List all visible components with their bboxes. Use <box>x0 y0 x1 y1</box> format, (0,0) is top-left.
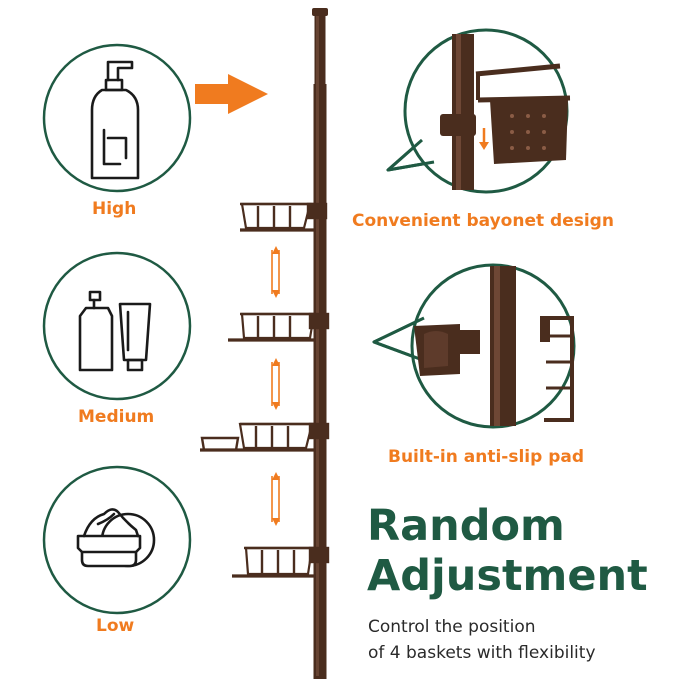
anti-slip-detail-callout <box>372 263 576 429</box>
adjust-arrows-2 <box>271 358 280 410</box>
headline-line-2: Adjustment <box>367 551 648 601</box>
level-label-low: Low <box>96 616 135 636</box>
level-label-medium: Medium <box>78 407 155 427</box>
tension-pole <box>312 8 328 679</box>
basket-1 <box>240 202 328 232</box>
feature-bayonet-label: Convenient bayonet design <box>352 211 614 231</box>
bayonet-detail-callout <box>386 28 571 194</box>
headline-line-1: Random <box>367 501 565 551</box>
basket-2 <box>228 312 330 342</box>
level-label-high: High <box>92 199 137 219</box>
orange-arrow-icon <box>195 74 268 114</box>
description-line-2: of 4 baskets with flexibility <box>368 643 596 663</box>
pump-bottle-icon <box>90 60 140 180</box>
level-low-badge <box>42 465 192 615</box>
bottle-and-tube-icon <box>78 290 152 372</box>
feature-antislip-label: Built-in anti-slip pad <box>388 447 584 467</box>
basket-4 <box>232 546 330 578</box>
adjust-arrows-3 <box>271 472 280 526</box>
basket-3 <box>200 422 330 452</box>
level-medium-badge <box>42 251 192 401</box>
level-high-badge <box>42 43 192 193</box>
adjust-arrows-1 <box>271 246 280 298</box>
cream-jar-icon <box>76 508 156 568</box>
description-line-1: Control the position <box>368 617 536 637</box>
